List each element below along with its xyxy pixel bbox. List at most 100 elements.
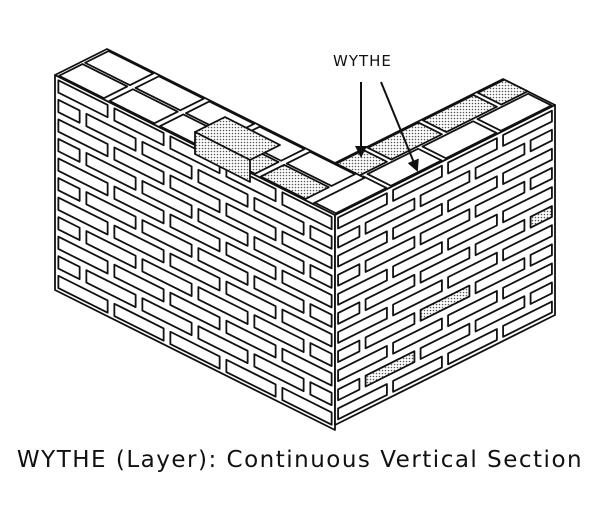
right-wall-brick [419, 322, 471, 360]
left-wall-brick [281, 386, 333, 426]
left-wall-brick [113, 146, 165, 186]
right-wall-brick [364, 235, 416, 273]
left-wall-brick [169, 252, 221, 292]
right-wall-brick [474, 257, 526, 295]
callout-arrow-2 [380, 81, 419, 172]
right-wall-brick [337, 192, 388, 230]
left-top-brick [134, 75, 205, 112]
right-wall-brick [337, 225, 361, 249]
left-wall-brick [253, 275, 305, 314]
left-wall-brick [141, 219, 193, 258]
right-wall-brick [392, 317, 443, 355]
right-wall-brick [474, 295, 526, 333]
left-wall-brick [281, 308, 333, 348]
right-wall-brick [529, 167, 553, 191]
left-wall-brick [253, 236, 305, 275]
left-wall-brick [141, 140, 193, 180]
right-wall-brick [447, 213, 498, 251]
right-wall-brick [474, 218, 526, 257]
left-wall-brick [253, 314, 305, 353]
left-wall-brick [197, 247, 249, 286]
right-wall-brick [529, 281, 553, 305]
left-wall-brick [253, 196, 305, 236]
left-top-brick [259, 163, 330, 200]
right-wall-brick [337, 263, 361, 287]
left-top-brick [58, 63, 129, 100]
left-wall-brick [113, 302, 165, 342]
right-wall-brick [419, 284, 471, 322]
left-wall-brick [281, 347, 333, 387]
left-top-brick [108, 88, 179, 125]
left-wall-brick [309, 264, 333, 289]
left-wall-brick [225, 358, 277, 398]
left-wall-brick [141, 297, 193, 337]
right-wall-brick [447, 137, 498, 175]
right-wall-brick [529, 243, 553, 267]
back-wythe-brick [476, 78, 529, 106]
right-wall-brick [447, 328, 498, 366]
raised-header-side [194, 131, 251, 183]
left-wall-brick [57, 177, 81, 202]
right-wall-brick [474, 180, 526, 218]
front-wythe-brick [476, 92, 553, 132]
right-wall-brick [337, 230, 388, 268]
left-wall-brick [85, 191, 137, 230]
right-wall-brick [447, 289, 498, 328]
left-wall-brick [57, 138, 81, 163]
right-wall-brick [447, 175, 498, 213]
left-wall-brick [169, 330, 221, 370]
right-wall-brick [502, 109, 553, 147]
left-wall-brick [141, 258, 193, 297]
left-top-brick [84, 50, 155, 87]
left-wall-brick [309, 381, 333, 407]
right-wall-brick [529, 128, 553, 153]
left-wall-brick [85, 230, 137, 269]
right-wall-brick [337, 383, 388, 421]
left-wall-brick [281, 269, 333, 309]
left-wall-brick [85, 152, 137, 191]
right-wall-brick [337, 306, 388, 344]
right-wall-brick [474, 142, 526, 180]
left-wall-brick [309, 303, 333, 328]
wythe-callout-label: WYTHE [333, 52, 392, 70]
back-wythe-brick [421, 94, 498, 133]
left-wall-brick [225, 280, 277, 320]
right-wall-brick [502, 300, 553, 338]
left-wall-brick [57, 79, 109, 119]
left-wall-brick [197, 208, 249, 247]
left-wall-brick [57, 235, 109, 275]
left-wall-brick [57, 274, 109, 314]
left-wall-brick [113, 263, 165, 303]
right-wall-brick [392, 202, 443, 241]
left-wall-brick [281, 230, 333, 270]
right-wall-brick [419, 246, 471, 284]
left-wall-brick [197, 168, 249, 208]
right-wall-brick [364, 197, 416, 235]
front-wythe-brick [366, 147, 443, 187]
left-wall-brick [169, 213, 221, 253]
left-wall-brick [225, 241, 277, 281]
left-wall-brick [85, 112, 137, 152]
right-wall-brick [364, 312, 416, 350]
left-wall-brick [309, 342, 333, 367]
left-wall-brick [281, 191, 333, 231]
right-wall-brick [364, 273, 416, 312]
left-wall-brick [225, 319, 277, 359]
left-wall-brick [113, 185, 165, 225]
right-wall-brick [502, 186, 553, 224]
right-wall-brick [529, 205, 553, 229]
right-wall-brick [419, 208, 471, 246]
left-wall-brick [141, 180, 193, 219]
left-wall-brick [57, 98, 81, 124]
right-wall-brick [502, 224, 553, 262]
left-top-brick [285, 150, 356, 187]
right-wall-brick [502, 262, 553, 300]
right-wall-brick [419, 170, 471, 208]
left-wall-brick [113, 224, 165, 264]
left-wall-brick [309, 224, 333, 250]
left-wall-brick [85, 269, 137, 309]
left-wall-brick [57, 196, 109, 236]
right-wall-brick [364, 350, 416, 388]
